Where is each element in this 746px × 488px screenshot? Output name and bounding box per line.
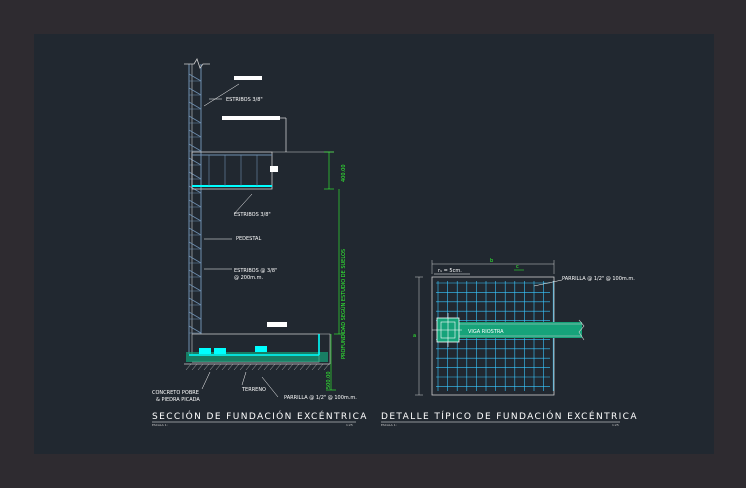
stirrup: [188, 213, 202, 222]
label-terreno: TERRENO: [241, 387, 266, 393]
label-recubrimiento: r₁ = 5cm.: [438, 268, 462, 274]
dim-depth-text: PROFUNDIDAD SEGÚN ESTUDIO DE SUELOS: [340, 249, 347, 359]
hatch-line: [299, 363, 306, 371]
label-estribos-bottom-2: @ 200m.m.: [234, 275, 263, 281]
dim-a-label: a: [413, 333, 416, 339]
stirrup: [188, 227, 202, 236]
right-subtitle-left: ESCALA 1:: [381, 423, 397, 427]
hatch-line: [311, 363, 318, 371]
beam-stirrups: [208, 155, 258, 186]
rebar-block-1: [199, 348, 211, 354]
stirrup: [188, 87, 202, 96]
label-viga-riostra: VIGA RIOSTRA: [468, 329, 504, 335]
right-title: DETALLE TÍPICO DE FUNDACIÓN EXCÉNTRICA: [381, 410, 638, 422]
hatch-line: [185, 363, 192, 371]
beam-tag-mark: [270, 166, 278, 172]
beam-outline: [191, 151, 273, 190]
left-title: SECCIÓN DE FUNDACIÓN EXCÉNTRICA: [152, 410, 368, 422]
cad-drawing: ESTRIBOS 3/8" ESTRIBOS 3/8" PEDESTAL EST…: [152, 58, 638, 427]
section-view: ESTRIBOS 3/8" ESTRIBOS 3/8" PEDESTAL EST…: [152, 58, 368, 427]
stirrup: [188, 115, 202, 124]
hatch-line: [245, 363, 252, 371]
title-mark-2: [222, 116, 280, 120]
right-subtitle-right: 1:25: [612, 423, 619, 427]
footing-tag-mark: [267, 322, 287, 327]
footing-concrete: [186, 352, 328, 362]
label-estribos-top: ESTRIBOS 3/8": [226, 97, 263, 103]
plan-detail: VIGA RIOSTRA b a c r₁ = 5cm. PARRILLA @ …: [381, 258, 638, 427]
hatch-line: [215, 363, 222, 371]
label-estribos-bottom-1: ESTRIBOS @ 3/8": [234, 268, 277, 274]
label-pedestal: PEDESTAL: [236, 236, 261, 242]
hatch-line: [233, 363, 240, 371]
rebar-block-2: [214, 348, 226, 354]
hatch-line: [317, 363, 324, 371]
stirrup: [188, 157, 202, 166]
stirrup: [188, 199, 202, 208]
stirrup: [188, 269, 202, 278]
dim-upper-value: 400.00: [341, 165, 347, 183]
beam-break-icon: [578, 319, 585, 341]
hatch-line: [239, 363, 246, 371]
hatch-line: [227, 363, 234, 371]
hatch-line: [305, 363, 312, 371]
dim-small-label: c: [516, 264, 519, 270]
excavation-edge: [319, 333, 331, 364]
stirrup: [188, 129, 202, 138]
label-concreto-1: CONCRETO POBRE: [152, 390, 199, 396]
break-line-icon: [184, 58, 210, 69]
left-subtitle-left: ESCALA 1:: [152, 423, 168, 427]
hatch-line: [209, 363, 216, 371]
hatch-line: [287, 363, 294, 371]
hatch-line: [197, 363, 204, 371]
left-subtitle-right: 1:25: [346, 423, 353, 427]
stirrup: [188, 185, 202, 194]
hatch-line: [221, 363, 228, 371]
title-mark-1: [234, 76, 262, 80]
ground-hatch: [185, 363, 330, 371]
dim-b-label: b: [490, 258, 493, 264]
column-stirrups: [188, 73, 202, 334]
hatch-line: [203, 363, 210, 371]
label-estribos-mid: ESTRIBOS 3/8": [234, 212, 271, 218]
hatch-line: [275, 363, 282, 371]
label-parrilla-right: PARRILLA @ 1/2" @ 100m.m.: [562, 276, 635, 282]
hatch-line: [281, 363, 288, 371]
hatch-line: [323, 363, 330, 371]
hatch-line: [293, 363, 300, 371]
hatch-line: [269, 363, 276, 371]
stirrup: [188, 283, 202, 292]
hatch-line: [251, 363, 258, 371]
hatch-line: [191, 363, 198, 371]
viga-riostra-beam: [452, 322, 582, 338]
stirrup: [188, 143, 202, 152]
stirrup: [188, 311, 202, 320]
stirrup: [188, 241, 202, 250]
drawing-canvas: ESTRIBOS 3/8" ESTRIBOS 3/8" PEDESTAL EST…: [34, 34, 714, 454]
label-concreto-2: & PIEDRA PICADA: [156, 397, 200, 403]
rebar-block-3: [255, 346, 267, 352]
stirrup: [188, 325, 202, 334]
stirrup: [188, 73, 202, 82]
hatch-line: [263, 363, 270, 371]
stirrup: [188, 101, 202, 110]
stirrup: [188, 255, 202, 264]
hatch-line: [257, 363, 264, 371]
label-parrilla-left: PARRILLA @ 1/2" @ 100m.m.: [284, 395, 357, 401]
stirrup: [188, 297, 202, 306]
dim-lower-value: 500.00: [326, 372, 332, 390]
stirrup: [188, 171, 202, 180]
